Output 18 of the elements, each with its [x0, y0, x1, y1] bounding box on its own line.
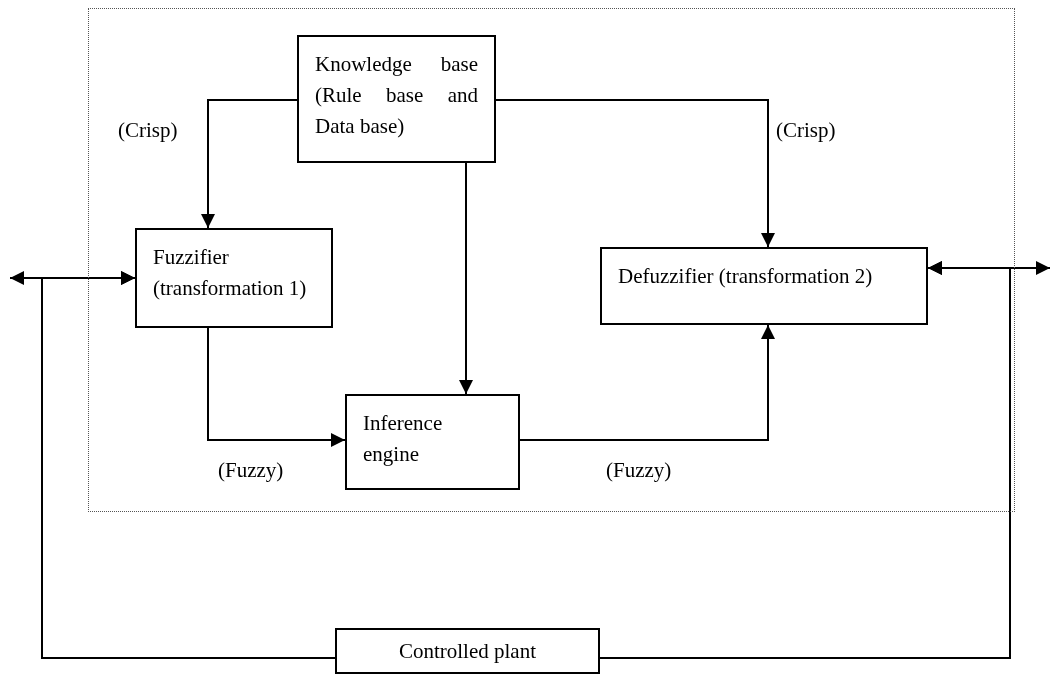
- arrow: [519, 324, 775, 441]
- box-label: Fuzzifier (transformation 1): [153, 244, 308, 302]
- arrow: [459, 162, 473, 395]
- arrow: [201, 99, 298, 229]
- system-boundary: [88, 8, 1015, 512]
- box-label: Inference engine: [363, 410, 444, 468]
- arrow: [599, 261, 1011, 659]
- process-box: [335, 628, 600, 674]
- arrow: [495, 99, 775, 248]
- arrow: [207, 327, 346, 447]
- box-label: Controlled plant: [398, 637, 537, 665]
- box-label: Defuzzifier (transformation 2): [618, 263, 874, 290]
- process-box: [297, 35, 496, 163]
- box-label: Knowledge base (Rule base and Data base): [315, 51, 478, 140]
- arrow: [41, 271, 336, 659]
- process-box: [345, 394, 520, 490]
- process-box: [135, 228, 333, 328]
- process-box: [600, 247, 928, 325]
